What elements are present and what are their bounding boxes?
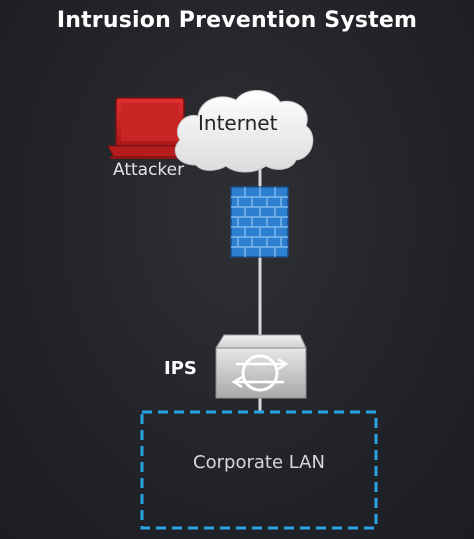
laptop-icon <box>107 97 193 159</box>
cloud-icon <box>174 90 314 173</box>
ips-router-icon <box>215 334 307 399</box>
firewall-icon <box>230 186 289 258</box>
attacker-label: Attacker <box>113 160 185 180</box>
corporate-lan-boundary <box>140 410 378 530</box>
corporate-lan-label: Corporate LAN <box>193 452 325 473</box>
diagram-title: Intrusion Prevention System <box>56 8 418 33</box>
internet-label: Internet <box>198 111 278 135</box>
ips-label: IPS <box>164 358 197 379</box>
